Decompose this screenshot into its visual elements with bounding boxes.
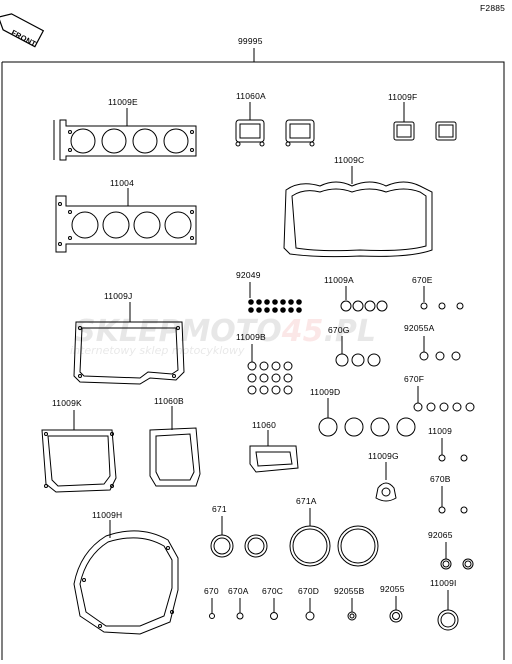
watermark-brand: SKLEPMOTO45.PL <box>74 314 376 349</box>
ring-670c <box>270 612 278 620</box>
seal-11009f <box>393 121 457 141</box>
ring-set-670f <box>413 402 475 412</box>
gasket-11009g <box>375 482 397 502</box>
label-11060a: 11060A <box>236 91 266 101</box>
ring-set-671a <box>289 525 379 567</box>
label-11009k: 11009K <box>52 398 82 408</box>
cover-gasket-11060a <box>235 119 315 147</box>
label-11009b: 11009B <box>236 332 266 342</box>
watermark-brand-c: 45 <box>281 314 324 349</box>
label-92049: 92049 <box>236 270 261 280</box>
cover-gasket-11060b <box>149 427 201 487</box>
ring-11009 <box>438 454 468 462</box>
label-11009a: 11009A <box>324 275 354 285</box>
ring-670b <box>438 506 468 514</box>
label-11009g: 11009G <box>368 451 399 461</box>
figure-code: F2885 <box>480 3 506 13</box>
label-11009h: 11009H <box>92 510 123 520</box>
ring-set-11009a <box>340 300 388 312</box>
label-92055: 92055 <box>380 584 405 594</box>
oil-pan-gasket-11009j <box>73 321 185 385</box>
ring-11009i <box>437 609 459 631</box>
ring-set-670g <box>335 353 381 367</box>
ring-set-11009d <box>318 417 416 437</box>
label-11060b: 11060B <box>154 396 184 406</box>
o-ring-set-11009b <box>247 361 293 395</box>
label-92065: 92065 <box>428 530 453 540</box>
ring-670a <box>236 612 244 620</box>
label-11009: 11009 <box>428 426 453 436</box>
label-11009i: 11009I <box>430 578 457 588</box>
ring-set-671 <box>210 534 268 558</box>
label-671a: 671A <box>296 496 317 506</box>
ring-670 <box>209 613 215 619</box>
label-11009e: 11009E <box>108 97 138 107</box>
ring-670d <box>305 611 315 621</box>
label-670b: 670B <box>430 474 451 484</box>
kit-frame <box>2 61 505 660</box>
ring-92055b <box>347 611 357 621</box>
ring-92055 <box>389 609 403 623</box>
label-92055b: 92055B <box>334 586 365 596</box>
label-670g: 670G <box>328 325 350 335</box>
ring-set-670e <box>420 302 464 310</box>
label-670: 670 <box>204 586 219 596</box>
label-671: 671 <box>212 504 227 514</box>
label-670c: 670C <box>262 586 284 596</box>
label-11009j: 11009J <box>104 291 133 301</box>
valve-cover-gasket-11009c <box>283 181 433 258</box>
watermark-brand-d: .PL <box>323 314 377 349</box>
label-670a: 670A <box>228 586 249 596</box>
label-11009d: 11009D <box>310 387 341 397</box>
label-92055a: 92055A <box>404 323 435 333</box>
label-11009f: 11009F <box>388 92 418 102</box>
label-11060: 11060 <box>252 420 277 430</box>
kit-number-label: 99995 <box>238 36 263 46</box>
label-11009c: 11009C <box>334 155 365 165</box>
watermark-brand-b: MOTO <box>180 314 282 349</box>
front-arrow-icon <box>0 13 45 48</box>
cover-gasket-11009k <box>41 429 117 493</box>
label-670d: 670D <box>298 586 320 596</box>
label-670f: 670F <box>404 374 425 384</box>
ring-set-92055a <box>419 351 461 361</box>
head-gasket-11009e <box>53 119 197 161</box>
cover-gasket-11009h <box>73 530 179 635</box>
watermark-brand-a: SKLEP <box>74 314 181 349</box>
o-ring-set-92049 <box>248 299 302 313</box>
ring-set-92065 <box>440 558 474 570</box>
label-11004: 11004 <box>110 178 135 188</box>
watermark-tagline: internetowy sklep motocyklowy <box>70 344 245 357</box>
cylinder-gasket-11004 <box>55 195 197 253</box>
label-670e: 670E <box>412 275 433 285</box>
cover-gasket-11060 <box>249 445 299 473</box>
